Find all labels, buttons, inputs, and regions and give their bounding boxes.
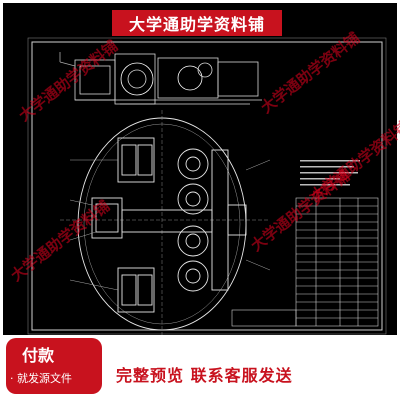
payment-badge [6,338,102,394]
technical-notes [300,160,360,186]
payment-subtitle: · 就发源文件 [10,372,72,385]
sheet-border [31,41,383,331]
store-banner: 大学通助学资料铺 [112,10,282,36]
plan-view [60,110,271,335]
promo-tagline: 完整预览 联系客服发送 [116,366,293,385]
title-block [231,197,379,327]
cad-drawing [3,3,397,335]
payment-title: 付款 [22,346,55,365]
top-view [59,52,262,105]
store-name: 大学通助学资料铺 [128,15,265,34]
